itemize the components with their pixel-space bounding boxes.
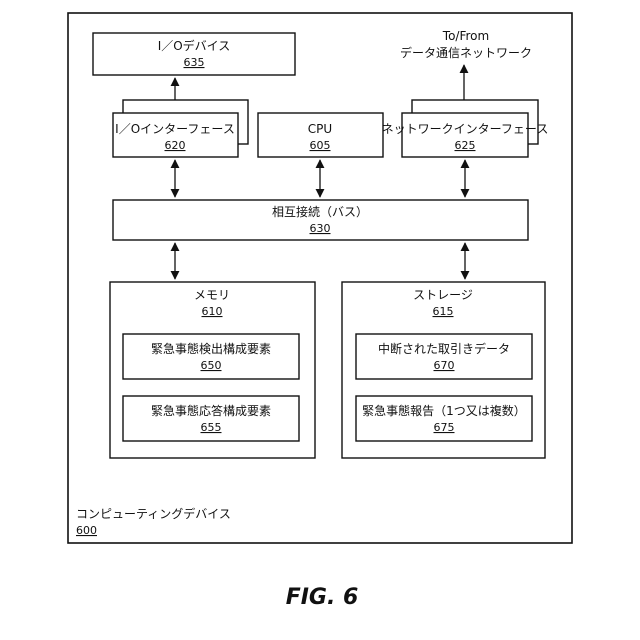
emergency-detection-ref: 650 [201, 359, 222, 372]
emergency-reports-ref: 675 [434, 421, 455, 434]
bus-box: 相互接続（バス） 630 [113, 200, 528, 240]
io-device-box: I／Oデバイス 635 [93, 33, 295, 75]
emergency-detection-label: 緊急事態検出構成要素 [151, 341, 271, 356]
computing-device-label: コンピューティングデバイス [76, 506, 231, 521]
computing-device-ref: 600 [76, 524, 97, 537]
storage-box: ストレージ 615 中断された取引きデータ 670 緊急事態報告（1つ又は複数）… [342, 282, 545, 458]
figure-label: FIG. 6 [286, 585, 359, 610]
bus-ref: 630 [310, 222, 331, 235]
emergency-response-label: 緊急事態応答構成要素 [151, 403, 271, 418]
memory-ref: 610 [202, 305, 223, 318]
bus-label: 相互接続（バス） [272, 204, 368, 219]
storage-ref: 615 [433, 305, 454, 318]
network-line1: To/From [442, 29, 489, 43]
emergency-response-ref: 655 [201, 421, 222, 434]
network-line2: データ通信ネットワーク [400, 45, 532, 60]
memory-label: メモリ [194, 288, 230, 302]
io-interface-box: I／Oインターフェース 620 [113, 100, 248, 157]
emergency-detection-box: 緊急事態検出構成要素 650 [123, 334, 299, 379]
network-interface-label: ネットワークインターフェース [382, 122, 549, 136]
emergency-response-box: 緊急事態応答構成要素 655 [123, 396, 299, 441]
io-device-ref: 635 [184, 56, 205, 69]
network-interface-ref: 625 [455, 139, 476, 152]
io-interface-ref: 620 [165, 139, 186, 152]
io-interface-label: I／Oインターフェース [115, 122, 235, 136]
emergency-reports-box: 緊急事態報告（1つ又は複数） 675 [356, 396, 532, 441]
interrupted-transactions-label: 中断された取引きデータ [378, 341, 510, 356]
computing-device-frame [68, 13, 572, 543]
io-device-label: I／Oデバイス [158, 38, 231, 53]
memory-box: メモリ 610 緊急事態検出構成要素 650 緊急事態応答構成要素 655 [110, 282, 315, 458]
storage-label: ストレージ [413, 288, 473, 302]
interrupted-transactions-box: 中断された取引きデータ 670 [356, 334, 532, 379]
network-interface-box: ネットワークインターフェース 625 [382, 100, 549, 157]
emergency-reports-label: 緊急事態報告（1つ又は複数） [362, 403, 526, 418]
cpu-ref: 605 [310, 139, 331, 152]
interrupted-transactions-ref: 670 [434, 359, 455, 372]
cpu-label: CPU [308, 122, 332, 136]
cpu-box: CPU 605 [258, 113, 383, 157]
